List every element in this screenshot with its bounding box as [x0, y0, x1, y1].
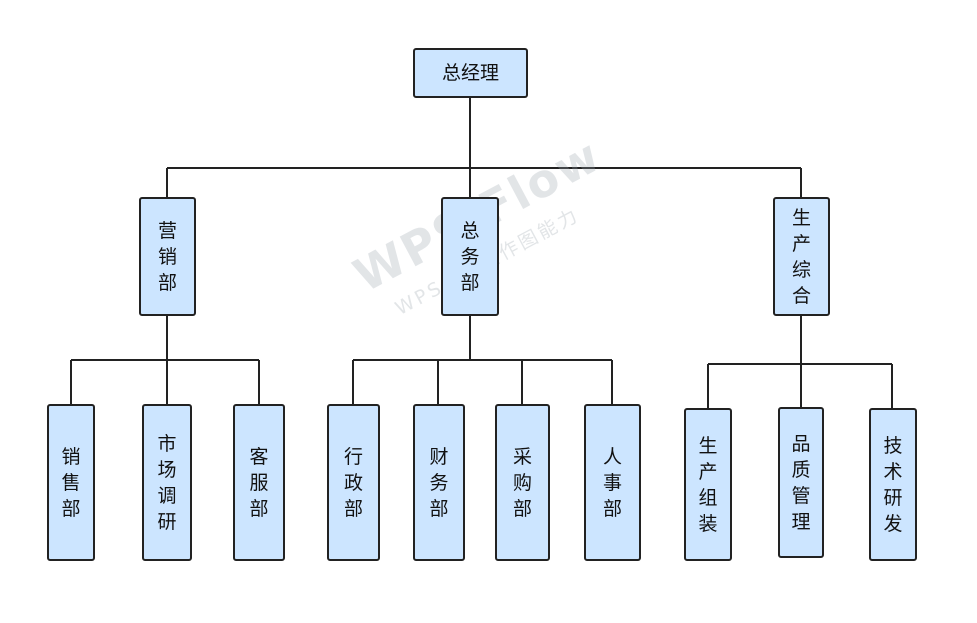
node-label: 人事部 [603, 445, 623, 520]
node-label: 品质管理 [791, 432, 811, 533]
node-tech-rnd[interactable]: 技术研发 [869, 408, 917, 561]
node-label: 行政部 [344, 445, 364, 520]
node-label: 总经理 [441, 61, 499, 84]
node-label: 生产综合 [792, 206, 812, 307]
node-dept-general-affairs[interactable]: 总务部 [441, 197, 499, 316]
node-market-research[interactable]: 市场调研 [142, 404, 192, 561]
node-quality-management[interactable]: 品质管理 [778, 407, 824, 558]
node-label: 生产组装 [698, 434, 718, 535]
node-label: 总务部 [460, 219, 480, 294]
node-label: 营销部 [158, 219, 178, 294]
node-customer-service[interactable]: 客服部 [233, 404, 285, 561]
node-sales[interactable]: 销售部 [47, 404, 95, 561]
node-label: 财务部 [429, 445, 449, 520]
node-label: 客服部 [249, 445, 269, 520]
node-label: 市场调研 [157, 432, 177, 533]
node-root-general-manager[interactable]: 总经理 [413, 48, 528, 98]
node-administration[interactable]: 行政部 [327, 404, 380, 561]
node-assembly[interactable]: 生产组装 [684, 408, 732, 561]
node-label: 采购部 [513, 445, 533, 520]
node-dept-production[interactable]: 生产综合 [773, 197, 830, 316]
node-finance[interactable]: 财务部 [413, 404, 465, 561]
node-dept-marketing[interactable]: 营销部 [139, 197, 196, 316]
node-label: 技术研发 [883, 434, 903, 535]
node-label: 销售部 [61, 445, 81, 520]
node-human-resources[interactable]: 人事部 [584, 404, 641, 561]
node-procurement[interactable]: 采购部 [495, 404, 550, 561]
